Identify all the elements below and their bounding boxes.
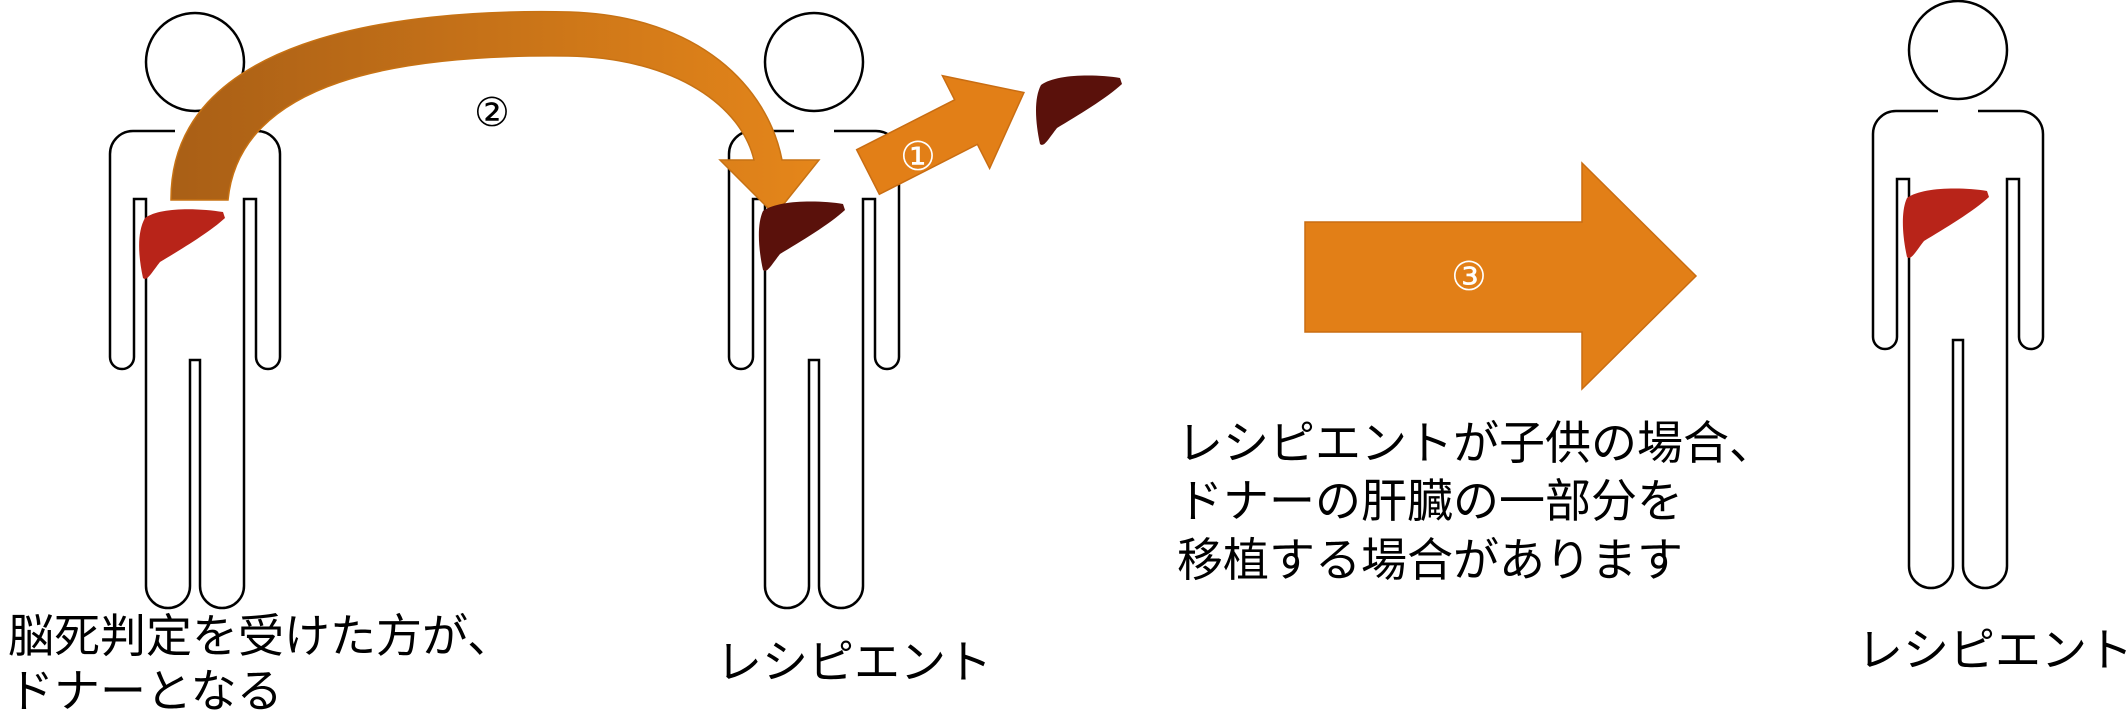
- note-line3: 移植する場合があります: [1177, 533, 1683, 587]
- donor-body: [108, 129, 282, 610]
- removal-arrow-icon: [855, 74, 1025, 196]
- donor-head: [144, 11, 246, 113]
- recipient-liver-in-body-icon: [758, 201, 845, 271]
- recipient-figure: [727, 11, 901, 610]
- recipient-after-caption: レシピエント: [1857, 623, 2128, 677]
- recipient-after-body: [1871, 109, 2045, 590]
- recipient-after-head: [1907, 0, 2009, 101]
- donor-caption-line2: ドナーとなる: [8, 664, 283, 718]
- donor-figure: [108, 11, 282, 610]
- big-arrow-icon: [1304, 161, 1698, 391]
- note-line2: ドナーの肝臓の一部分を: [1177, 474, 1683, 528]
- note-line1: レシピエントが子供の場合、: [1177, 416, 1775, 470]
- recipient-head: [763, 11, 865, 113]
- step-2-label: ②: [474, 90, 510, 136]
- step-1-label: ①: [900, 134, 936, 180]
- removed-liver-icon: [1036, 75, 1122, 145]
- step-3-label: ③: [1451, 254, 1487, 300]
- recipient-after-figure: [1871, 0, 2045, 590]
- donor-caption-line1: 脳死判定を受けた方が、: [8, 609, 514, 663]
- transplanted-liver-icon: [1902, 188, 1989, 258]
- curved-arrow-icon: [170, 10, 821, 217]
- donor-liver-icon: [139, 209, 225, 279]
- recipient-caption: レシピエント: [716, 635, 992, 689]
